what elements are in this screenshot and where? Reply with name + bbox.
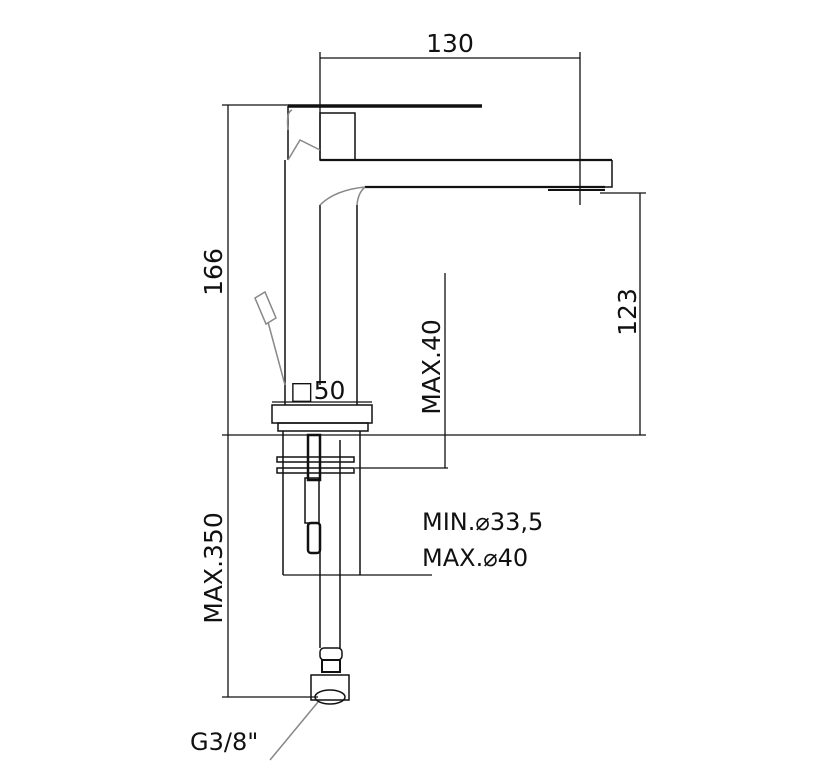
- dim-50-label: □50: [290, 376, 345, 405]
- hose-nut-neck: [321, 659, 341, 673]
- dim-166-label: 166: [199, 248, 228, 296]
- hose-nut-opening: [314, 689, 346, 705]
- dimension-lines: [222, 52, 646, 698]
- dim-130-label: 130: [426, 29, 474, 58]
- dim-123-label: 123: [613, 288, 642, 336]
- rod-mid: [304, 477, 320, 524]
- dim-max40-label: MAX.40: [417, 319, 446, 415]
- faucet-body: [254, 104, 613, 761]
- g38-leader: [269, 701, 319, 761]
- spout-curve-inner: [356, 186, 366, 206]
- lever-block: [319, 112, 356, 161]
- hose-nut: [310, 674, 350, 701]
- lever-side: [286, 109, 321, 161]
- spout-end: [605, 160, 613, 188]
- washer-2: [276, 467, 355, 474]
- base-ring: [277, 422, 369, 432]
- hole-max-label: MAX.⌀40: [422, 544, 528, 572]
- rod-end: [306, 521, 322, 555]
- base-plate: [271, 404, 373, 424]
- hose-ferrule: [319, 647, 343, 661]
- connection-label: G3/8": [190, 728, 258, 756]
- rod-top: [306, 433, 322, 482]
- dim-max350-label: MAX.350: [199, 512, 228, 623]
- washer-1: [276, 456, 355, 463]
- hole-min-label: MIN.⌀33,5: [422, 508, 543, 536]
- side-lever: [254, 290, 286, 386]
- spout-curve: [319, 186, 366, 206]
